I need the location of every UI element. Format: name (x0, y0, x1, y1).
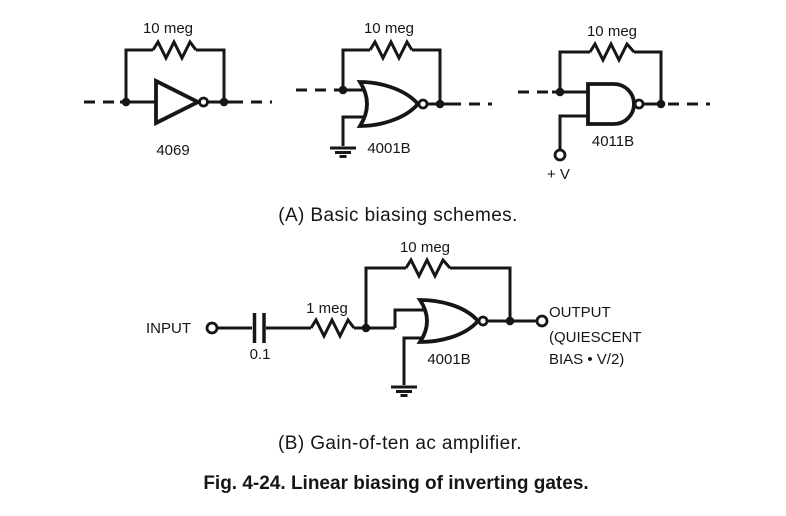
lower-input-wire (558, 114, 590, 150)
part-number-label: 4011B (592, 133, 634, 150)
nor-output-bubble (417, 98, 429, 110)
ground-symbol (391, 385, 417, 397)
feedback-resistor-label: 10 meg (143, 20, 193, 37)
inverter-gate-symbol (154, 77, 203, 127)
feedback-resistor-label: 10 meg (364, 20, 414, 37)
input-terminal (205, 321, 219, 335)
circuit-a-nor-4001b: 10 meg 4001B (296, 20, 492, 158)
nand-gate-symbol (586, 82, 636, 126)
series-resistor-label: 1 meg (306, 300, 348, 317)
feedback-wire-right (196, 48, 226, 102)
part-number-label: 4069 (156, 142, 189, 159)
output-junction-dot (656, 99, 666, 109)
figure-caption: Fig. 4-24. Linear biasing of inverting g… (203, 473, 588, 494)
feedback-wire-left (364, 266, 406, 328)
nor-gate-symbol (356, 80, 421, 128)
output-terminal (535, 314, 549, 328)
input-junction-dot (121, 97, 131, 107)
capacitor-value-label: 0.1 (250, 346, 271, 363)
feedback-wire-left (341, 48, 370, 90)
circuit-a-nand-4011b: 10 meg 4011B + V (518, 23, 710, 183)
nand-output-bubble (633, 98, 645, 110)
feedback-resistor-symbol (368, 38, 414, 62)
feedback-wire-right (450, 266, 512, 321)
feedback-resistor-symbol (151, 38, 198, 62)
supply-terminal (553, 148, 567, 162)
feedback-resistor-label: 10 meg (587, 23, 637, 40)
feedback-resistor-symbol (404, 256, 452, 280)
lower-input-wire (341, 115, 372, 146)
output-junction-dot (505, 316, 515, 326)
feedback-resistor-label: 10 meg (400, 239, 450, 256)
supply-label: + V (547, 166, 570, 183)
output-junction-dot (219, 97, 229, 107)
input-junction-dot (361, 323, 371, 333)
input-junction-dot (555, 87, 565, 97)
feedback-wire-left (558, 50, 590, 92)
feedback-wire-right (412, 48, 442, 104)
feedback-wire-right (634, 50, 663, 104)
part-number-label: 4001B (427, 351, 470, 368)
inverter-output-bubble (198, 96, 209, 108)
input-label: INPUT (146, 320, 191, 337)
nor-gate-symbol (416, 298, 481, 344)
nor-output-bubble (477, 315, 489, 327)
series-resistor-symbol (309, 316, 356, 340)
ground-symbol (330, 146, 356, 158)
circuit-a-inverter-4069: 10 meg 4069 (84, 20, 272, 159)
output-label-line3: BIAS • V/2) (549, 351, 624, 368)
output-junction-dot (435, 99, 445, 109)
caption-a: (A) Basic biasing schemes. (278, 205, 518, 226)
upper-input-jog-wire (393, 308, 428, 328)
lower-input-wire (402, 336, 428, 385)
feedback-resistor-symbol (588, 40, 636, 64)
circuit-b-amplifier: INPUT 0.1 1 meg 10 meg 4001B OUTPUT (QUI… (146, 239, 642, 397)
coupling-capacitor-symbol (252, 313, 266, 343)
feedback-wire-left (124, 48, 153, 102)
input-junction-dot (338, 85, 348, 95)
output-label-line1: OUTPUT (549, 304, 611, 321)
caption-b: (B) Gain-of-ten ac amplifier. (278, 433, 522, 454)
part-number-label: 4001B (367, 140, 410, 157)
output-label-line2: (QUIESCENT (549, 329, 642, 346)
